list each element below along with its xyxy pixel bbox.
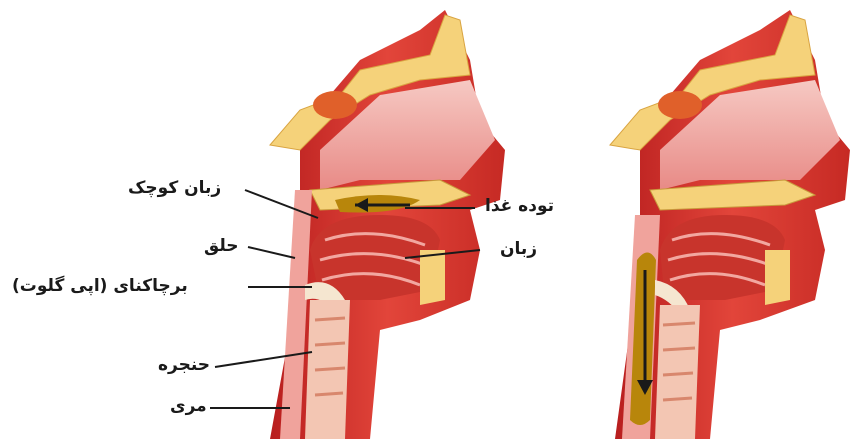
left-sinus bbox=[313, 91, 357, 119]
uvula-label: زبان کوچک bbox=[128, 178, 221, 198]
right-sinus bbox=[658, 91, 702, 119]
food-bolus-label: توده غذا bbox=[485, 196, 554, 216]
tongue-label: زبان bbox=[500, 239, 537, 259]
esophagus-label: مری bbox=[170, 396, 207, 416]
left-jaw bbox=[420, 250, 445, 305]
larynx-label: حنجره bbox=[158, 355, 210, 375]
pharynx-label: حلق bbox=[204, 236, 239, 256]
pharynx-leader bbox=[248, 247, 295, 258]
right-jaw bbox=[765, 250, 790, 305]
left-head-section bbox=[270, 10, 505, 439]
epiglottis-label: برچاکنای (اپی گلوت) bbox=[12, 276, 188, 296]
right-head-section bbox=[610, 10, 850, 439]
